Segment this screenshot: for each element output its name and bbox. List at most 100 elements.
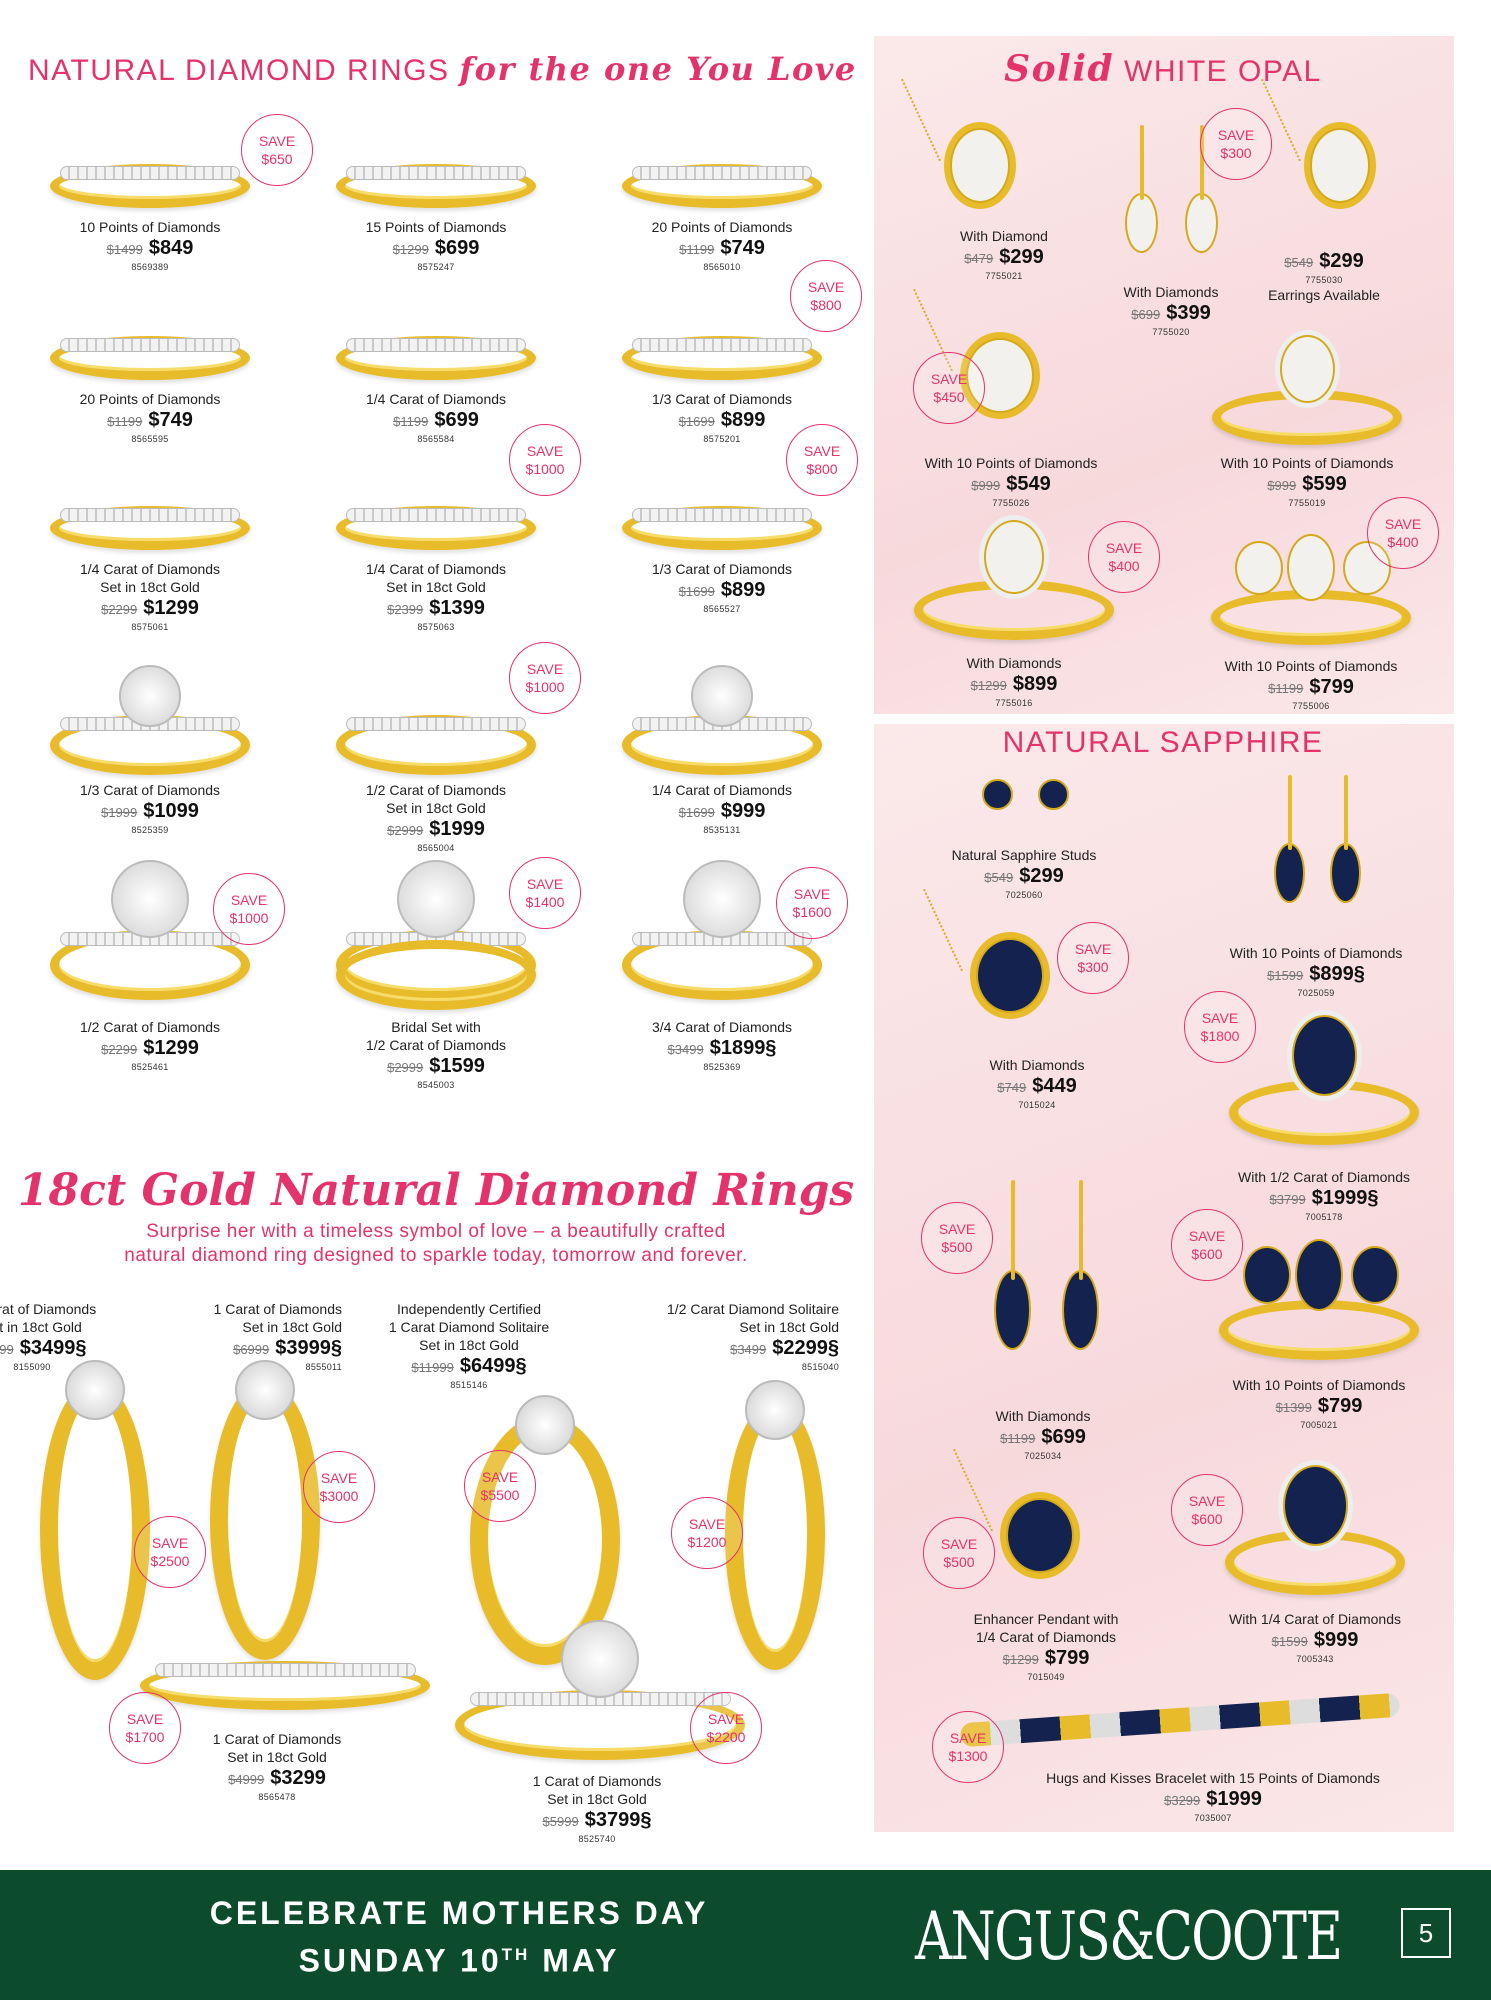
save-label: SAVE: [230, 892, 268, 908]
save-label: SAVE: [688, 1516, 726, 1532]
now-price: $299: [1319, 250, 1364, 272]
product-code: 8565584: [417, 434, 455, 444]
chain: [923, 888, 963, 972]
now-price: $3999§: [275, 1337, 342, 1359]
price-line: $1199$749: [80, 408, 221, 434]
price-line: $3299$1999: [1046, 1787, 1380, 1813]
save-label: SAVE: [151, 1535, 189, 1551]
price-line: $1199$699: [366, 408, 506, 434]
diamond-stone: [682, 860, 762, 939]
product-name: 1/3 Carat of Diamonds: [651, 561, 793, 577]
was-price: $1199: [107, 414, 143, 429]
product-image: [1225, 1465, 1405, 1595]
save-badge: SAVE$1600: [776, 867, 848, 939]
product-image: [1219, 1238, 1419, 1360]
was-price: $999: [971, 478, 1001, 493]
product-code: 8565595: [131, 434, 169, 444]
save-label: SAVE: [940, 1536, 978, 1552]
product-image: [50, 665, 250, 775]
product-name: With Diamonds: [1123, 284, 1219, 300]
product-name: Bridal Set with: [391, 1019, 481, 1035]
gemstone: [982, 779, 1013, 810]
product-name: With 10 Points of Diamonds: [924, 455, 1098, 471]
product-code: 7015049: [1027, 1672, 1065, 1682]
gemstone: [1243, 1246, 1291, 1304]
save-badge: SAVE$800: [786, 424, 858, 496]
save-badge: SAVE$450: [913, 352, 985, 424]
save-label: SAVE: [526, 661, 564, 677]
product-name: 3/4 Carat of Diamonds: [651, 1019, 793, 1035]
product-name: 10 Points of Diamonds: [79, 219, 221, 235]
save-amount: $5500: [480, 1487, 520, 1503]
save-badge: SAVE$1400: [509, 857, 581, 929]
product-code: 8569389: [131, 262, 169, 272]
price-line: $2999$1599: [366, 1054, 506, 1080]
price-line: $2299$1299: [80, 1036, 220, 1062]
was-price: $999: [1267, 478, 1297, 493]
save-badge: SAVE$500: [923, 1517, 995, 1589]
product-name: Set in 18ct Gold: [242, 1319, 342, 1335]
save-label: SAVE: [807, 279, 845, 295]
save-amount: $300: [1220, 145, 1252, 161]
product-code: 7755019: [1288, 498, 1326, 508]
product-code: 8155090: [13, 1362, 51, 1372]
price-line: $1299$699: [366, 236, 507, 262]
save-label: SAVE: [1105, 540, 1143, 556]
was-price: $1199: [1000, 1431, 1036, 1446]
product-image: [622, 860, 822, 1000]
save-badge: SAVE$2500: [134, 1516, 206, 1588]
price-line: $1599$999: [1229, 1628, 1401, 1654]
product-image: [50, 128, 250, 208]
product-image: [622, 665, 822, 775]
product-name: 1/4 Carat of Diamonds: [651, 782, 793, 798]
save-badge: SAVE $400: [1088, 521, 1160, 593]
diamond-stone: [65, 1360, 125, 1420]
product-image: [336, 665, 536, 775]
tagline-line1: CELEBRATE MOTHERS DAY: [209, 1895, 709, 1931]
now-price: $999: [720, 800, 766, 822]
was-price: $2399: [387, 602, 424, 617]
save-badge: SAVE$1000: [509, 642, 581, 714]
product-name: Set in 18ct Gold: [419, 1337, 519, 1353]
gemstone: [1006, 1497, 1074, 1573]
product-code: 7025059: [1297, 988, 1335, 998]
price-line: $6999 $3999§: [214, 1336, 342, 1362]
product-image: [336, 860, 536, 1010]
now-price: $999: [1313, 1629, 1359, 1651]
product-image: [1095, 125, 1245, 275]
save-badge: SAVE$5500: [464, 1450, 536, 1522]
product-name: Set in 18ct Gold: [547, 1791, 647, 1807]
save-label: SAVE: [526, 876, 564, 892]
product-name: 1/3 Carat of Diamonds: [79, 782, 221, 798]
product-name: With 10 Points of Diamonds: [1232, 1377, 1406, 1393]
opal-heading-caps: WHITE OPAL: [1124, 55, 1322, 88]
was-price: $6999: [233, 1342, 270, 1357]
ring-band: [336, 940, 536, 1010]
save-badge: SAVE$1000: [213, 873, 285, 945]
ring-band: [40, 1380, 150, 1680]
product-name: Set in 18ct Gold: [739, 1319, 839, 1335]
save-label: SAVE: [320, 1470, 358, 1486]
diamond-row: [632, 166, 812, 180]
chain: [901, 78, 941, 162]
product-name: With Diamonds: [989, 1057, 1085, 1073]
product-code: 8525369: [703, 1062, 741, 1072]
now-price: $299: [1019, 865, 1064, 887]
subtitle-line: natural diamond ring designed to sparkle…: [124, 1245, 748, 1266]
save-amount: $600: [1191, 1246, 1223, 1262]
was-price: $749: [997, 1080, 1027, 1095]
save-label: SAVE: [1384, 516, 1422, 532]
save-amount: $400: [1108, 558, 1140, 574]
was-price: $1599: [1267, 968, 1304, 983]
was-price: $1199: [1268, 681, 1304, 696]
diamond-row: [632, 338, 812, 352]
product-image: [923, 885, 1095, 1035]
tagline-line2: SUNDAY 10TH MAY: [210, 1934, 709, 1982]
